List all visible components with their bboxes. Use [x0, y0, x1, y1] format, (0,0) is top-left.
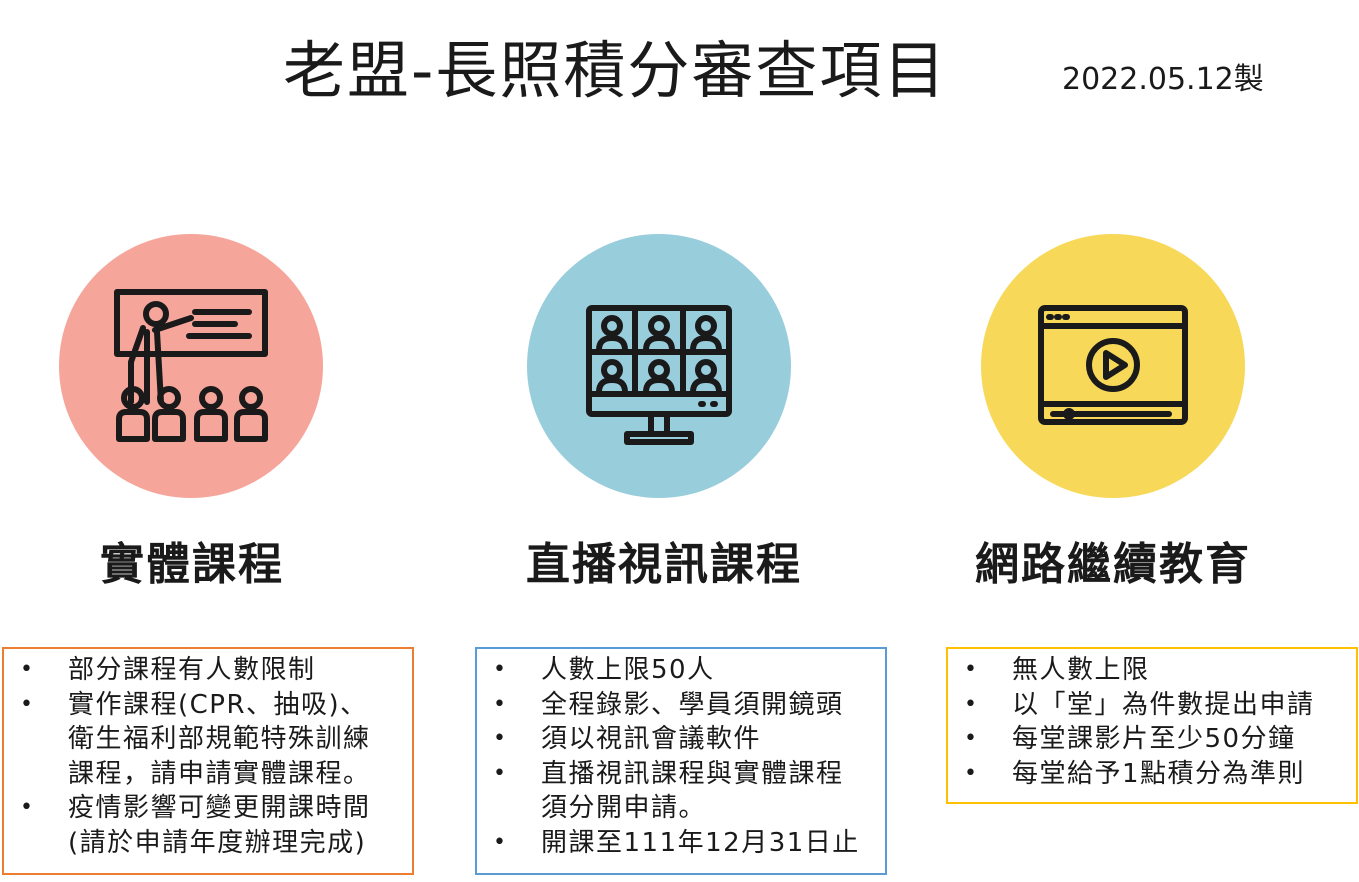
list-item: • 直播視訊課程與實體課程須分開申請。 [485, 757, 877, 826]
livestream-course-list: • 人數上限50人 • 全程錄影、學員須開鏡頭 • 須以視訊會議軟件 • 直播視訊課程與實體課… [485, 653, 877, 860]
list-item-text: 衛生福利部規範特殊訓練 [68, 724, 371, 754]
list-item-text: 直播視訊課程與實體課程 [541, 758, 844, 789]
list-item: • 開課至111年12月31日止 [485, 826, 877, 861]
bullet-icon: • [493, 691, 508, 717]
list-item-text: 須分開申請。 [541, 793, 707, 823]
livestream-course-box: • 人數上限50人 • 全程錄影、學員須開鏡頭 • 須以視訊會議軟件 • 直播視訊課程與實體課… [475, 647, 887, 875]
bullet-icon: • [20, 795, 35, 820]
list-item: • 每堂給予1點積分為準則 [956, 757, 1348, 792]
list-item: • 每堂課影片至少50分鐘 [956, 722, 1348, 757]
bullet-icon: • [20, 657, 35, 682]
bullet-icon: • [493, 657, 508, 682]
list-item: • 人數上限50人 [485, 653, 877, 688]
livestream-course-heading: 直播視訊課程 [526, 539, 802, 590]
list-item-text: 課程，請申請實體課程。 [68, 758, 371, 789]
online-circle [981, 234, 1245, 498]
list-item-text: 每堂給予1點積分為準則 [1012, 758, 1306, 789]
list-item: • 須以視訊會議軟件 [485, 722, 877, 757]
online-education-box: • 無人數上限 • 以「堂」為件數提出申請 • 每堂課影片至少50分鐘 • 每堂給予1點積分為… [946, 647, 1358, 804]
bullet-icon: • [493, 829, 508, 855]
list-item: • 疫情影響可變更開課時間 (請於申請年度辦理完成) [12, 791, 404, 860]
bullet-icon: • [493, 726, 508, 751]
list-item-text: 每堂課影片至少50分鐘 [1012, 724, 1296, 754]
online-education-heading: 網路繼續教育 [975, 539, 1251, 590]
livestream-circle [527, 234, 791, 498]
bullet-icon: • [493, 760, 508, 786]
list-item-text: 全程錄影、學員須開鏡頭 [541, 689, 844, 720]
bullet-icon: • [964, 657, 979, 682]
list-item-text: 無人數上限 [1012, 655, 1150, 685]
bullet-icon: • [964, 760, 979, 786]
classroom-circle [59, 234, 323, 498]
list-item-text: 以「堂」為件數提出申請 [1012, 689, 1315, 720]
bullet-icon: • [964, 726, 979, 751]
date-label: 2022.05.12製 [1062, 62, 1264, 97]
list-item-text: (請於申請年度辦理完成) [68, 827, 367, 858]
video-player-icon [1038, 305, 1188, 425]
list-item-text: 疫情影響可變更開課時間 [68, 793, 371, 823]
list-item-text: 開課至111年12月31日止 [541, 827, 860, 858]
page-title: 老盟-長照積分審查項目 [283, 34, 948, 107]
in-person-course-heading: 實體課程 [100, 539, 284, 590]
in-person-course-box: • 部分課程有人數限制 • 實作課程(CPR、抽吸)、衛生福利部規範特殊訓練課程，請申… [2, 647, 414, 875]
list-item: • 實作課程(CPR、抽吸)、衛生福利部規範特殊訓練課程，請申請實體課程。 [12, 688, 404, 792]
video-conference-icon [586, 305, 732, 445]
bullet-icon: • [20, 691, 35, 717]
list-item-text: 人數上限50人 [541, 655, 715, 685]
classroom-teacher-icon [114, 289, 268, 442]
list-item-text: 須以視訊會議軟件 [541, 724, 762, 754]
in-person-course-list: • 部分課程有人數限制 • 實作課程(CPR、抽吸)、衛生福利部規範特殊訓練課程，請申… [12, 653, 404, 860]
bullet-icon: • [964, 691, 979, 717]
list-item-text: 實作課程(CPR、抽吸)、 [68, 689, 368, 720]
list-item-text: 部分課程有人數限制 [68, 655, 316, 685]
list-item: • 部分課程有人數限制 [12, 653, 404, 688]
list-item: • 全程錄影、學員須開鏡頭 [485, 688, 877, 723]
online-education-list: • 無人數上限 • 以「堂」為件數提出申請 • 每堂課影片至少50分鐘 • 每堂給予1點積分為… [956, 653, 1348, 791]
list-item: • 無人數上限 [956, 653, 1348, 688]
list-item: • 以「堂」為件數提出申請 [956, 688, 1348, 723]
